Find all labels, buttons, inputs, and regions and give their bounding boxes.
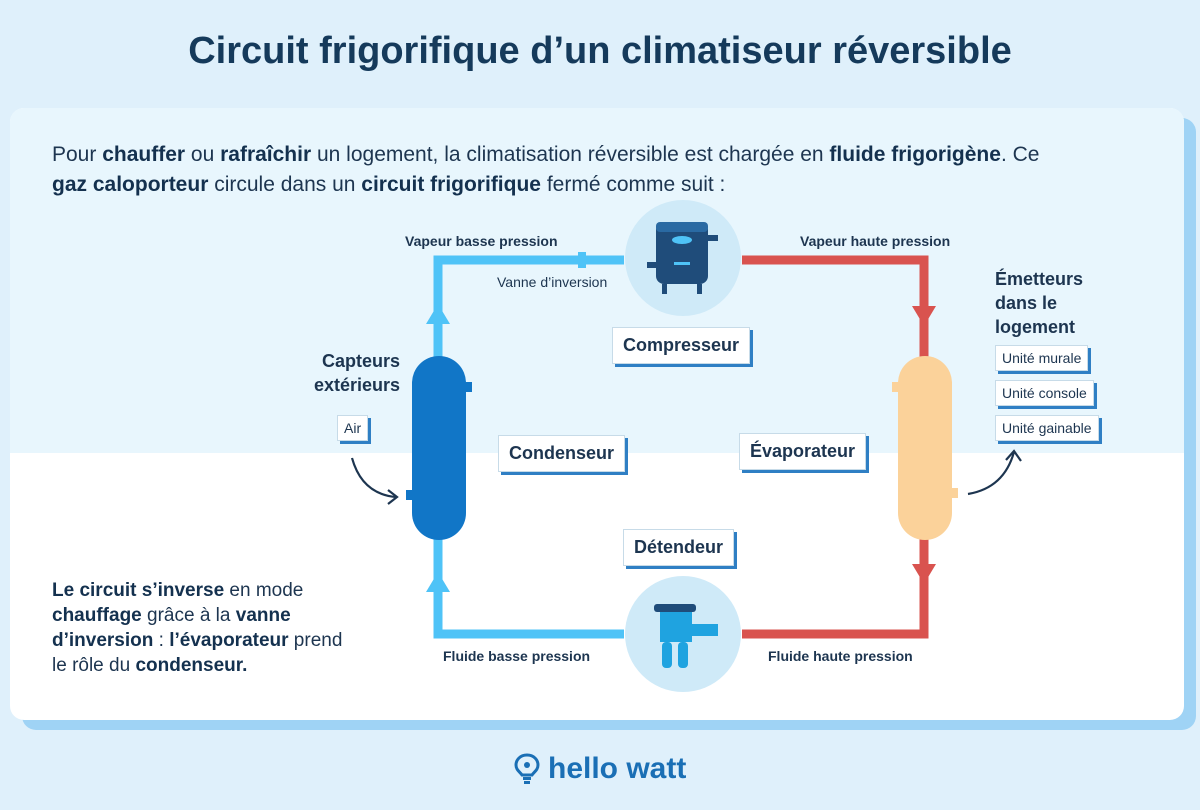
condenser-tank[interactable] bbox=[406, 356, 472, 540]
intro-text: Pour chauffer ou rafraîchir un logement,… bbox=[52, 143, 1040, 196]
inversion-note: Le circuit s’inverse en mode chauffage g… bbox=[52, 580, 343, 676]
evaporator-tank[interactable] bbox=[892, 356, 958, 540]
lightbulb-icon bbox=[514, 753, 540, 784]
tag-evaporateur: Évaporateur bbox=[739, 433, 867, 470]
arrow-up-icon bbox=[426, 572, 450, 592]
heat-out-arrow-icon bbox=[967, 451, 1016, 496]
inversion-valve[interactable] bbox=[578, 252, 586, 268]
brand-logo[interactable]: hello watt bbox=[514, 752, 686, 786]
capteurs-heading: Capteurs extérieurs bbox=[313, 351, 400, 395]
logo-text: hello watt bbox=[548, 752, 687, 785]
tag-air: Air bbox=[337, 415, 369, 441]
compressor-icon[interactable] bbox=[625, 200, 741, 316]
arrow-up-icon bbox=[426, 304, 450, 324]
page-title: Circuit frigorifique d’un climatiseur ré… bbox=[188, 30, 1012, 72]
tag-condenseur: Condenseur bbox=[498, 435, 626, 472]
arrow-down-icon bbox=[912, 306, 936, 326]
tag-detendeur: Détendeur bbox=[623, 529, 735, 566]
emetteurs-heading: Émetteurs dans le logement bbox=[995, 269, 1084, 337]
tag-compresseur: Compresseur bbox=[612, 327, 751, 364]
tag-unite-gainable: Unité gainable bbox=[995, 415, 1099, 441]
air-in-arrow-icon bbox=[350, 457, 397, 499]
label-vanne-inversion: Vanne d’inversion bbox=[497, 274, 608, 290]
content-card bbox=[10, 108, 1184, 720]
label-fluide-haute: Fluide haute pression bbox=[768, 648, 913, 664]
card-top-band bbox=[10, 108, 1184, 453]
label-vapeur-haute: Vapeur haute pression bbox=[800, 233, 951, 249]
label-fluide-basse: Fluide basse pression bbox=[443, 648, 591, 664]
expansion-valve-icon[interactable] bbox=[625, 576, 741, 692]
label-vapeur-basse: Vapeur basse pression bbox=[405, 233, 558, 249]
cold-pipe bbox=[433, 255, 624, 639]
tag-unite-murale: Unité murale bbox=[995, 345, 1089, 371]
arrow-down-icon bbox=[912, 564, 936, 584]
tag-unite-console: Unité console bbox=[995, 380, 1094, 406]
